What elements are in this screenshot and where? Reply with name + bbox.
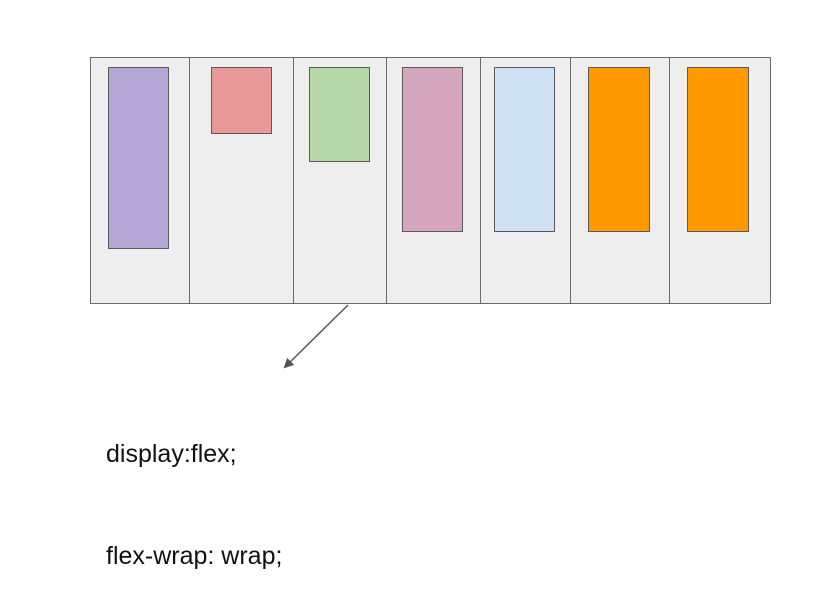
column-divider (189, 58, 190, 303)
column-divider (293, 58, 294, 303)
flex-item-6 (588, 67, 650, 232)
column-divider (570, 58, 571, 303)
column-divider (480, 58, 481, 303)
flex-container (90, 57, 771, 304)
code-line-flex-wrap: flex-wrap: wrap; (106, 542, 283, 570)
flex-item-1 (108, 67, 169, 249)
column-divider (386, 58, 387, 303)
column-divider (669, 58, 670, 303)
flex-item-3 (309, 67, 370, 162)
css-code-annotation: display:flex; flex-wrap: wrap; (106, 369, 282, 607)
flex-item-5 (494, 67, 555, 232)
code-line-display: display:flex; (106, 440, 237, 468)
flex-item-2 (211, 67, 272, 134)
flex-item-7 (687, 67, 749, 232)
flex-item-4 (402, 67, 463, 232)
